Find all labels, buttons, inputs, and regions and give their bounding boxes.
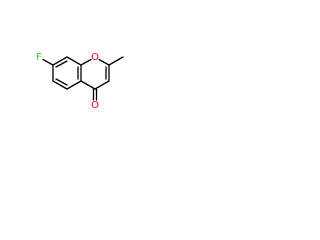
bond-c5-c6	[52, 80, 68, 90]
bond-c7-f	[42, 58, 54, 66]
bond-c8-c8a	[66, 56, 82, 66]
bond-c4-c4a	[80, 80, 96, 90]
bond-c3-c4	[94, 80, 110, 90]
atom-fluorine-label: F	[36, 52, 42, 63]
double-bond-c5-c6-inner	[55, 78, 68, 86]
bond-c7-c8	[52, 56, 68, 66]
chromone-structure: F O O	[36, 52, 124, 111]
atom-ring-oxygen-label: O	[91, 52, 99, 63]
atom-carbonyl-oxygen-label: O	[91, 100, 99, 111]
double-bond-c7-c8-inner	[55, 60, 68, 68]
molecule-canvas: F O O	[0, 0, 152, 152]
bond-c8a-o1	[80, 58, 92, 66]
bond-c2-methyl	[108, 56, 124, 66]
bond-c4a-c5	[66, 80, 82, 90]
bond-o1-c2	[98, 58, 110, 66]
